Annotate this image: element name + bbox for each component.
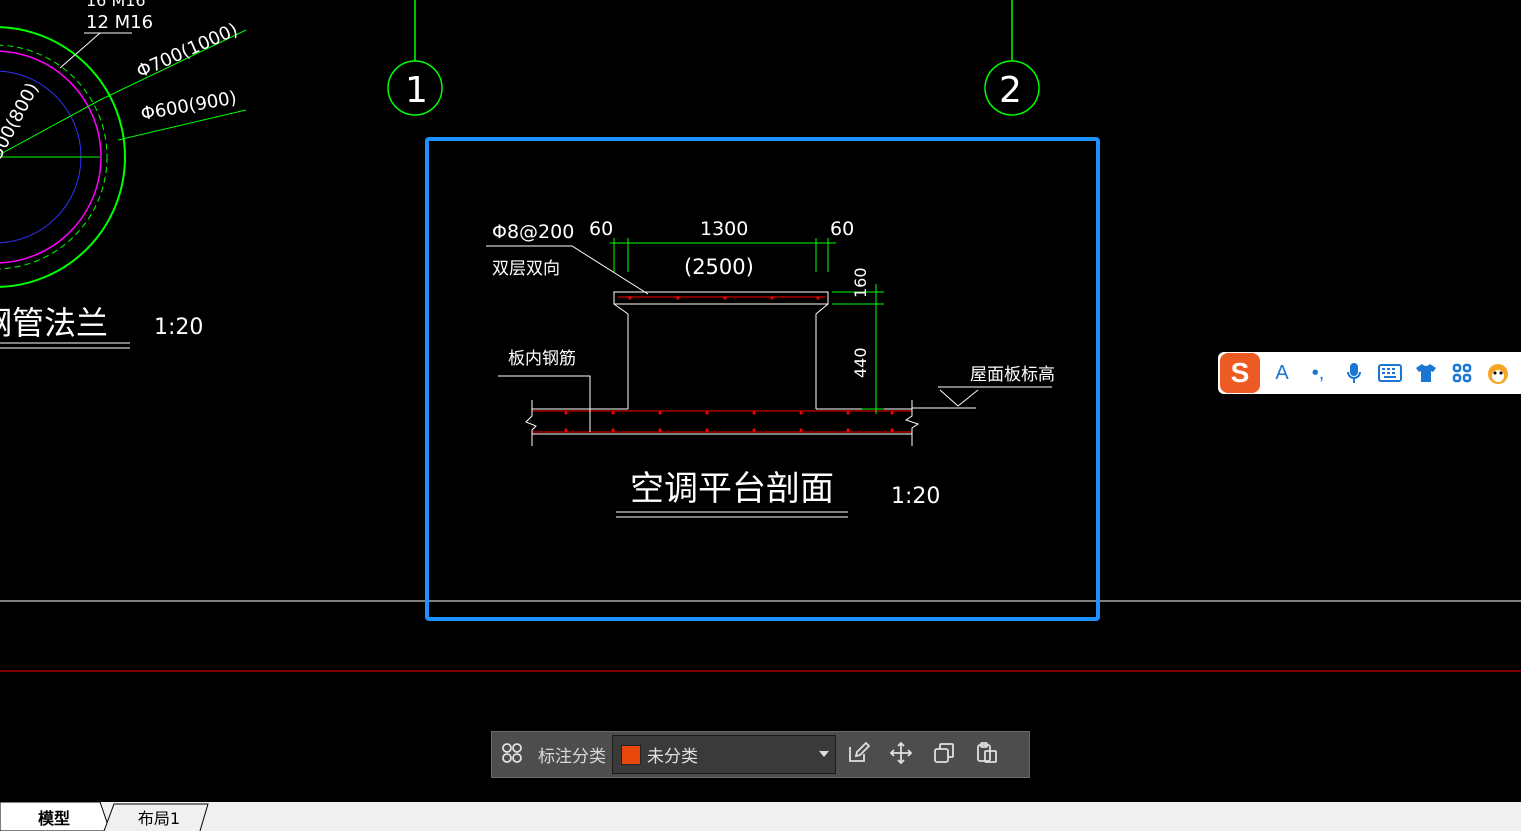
edit-icon xyxy=(846,741,870,769)
chevron-down-icon xyxy=(819,751,829,757)
flange-bolt-label: 12 M16 xyxy=(86,12,153,33)
flange-dia-600-label: Φ600(900) xyxy=(139,87,238,125)
flange-bolt-top-label: 16 M16 xyxy=(86,0,146,10)
category-color-swatch xyxy=(621,744,641,765)
dim-2500: (2500) xyxy=(684,255,754,279)
category-dropdown[interactable]: 未分类 xyxy=(612,735,836,774)
paste-icon xyxy=(975,741,999,769)
mic-icon[interactable] xyxy=(1340,359,1368,387)
roof-elevation-label: 屋面板标高 xyxy=(970,365,1055,385)
annotation-grid-button[interactable] xyxy=(492,735,532,775)
skin-icon[interactable] xyxy=(1412,359,1440,387)
dim-440: 440 xyxy=(851,347,870,378)
tab-shapes xyxy=(0,802,209,831)
tab-model-label: 模型 xyxy=(37,808,70,828)
slab-rebar-label: 板内钢筋 xyxy=(508,349,576,369)
ime-punct-text: •, xyxy=(1311,361,1325,384)
flange-dia-500-label: 500(800) xyxy=(0,79,43,162)
apps-icon[interactable] xyxy=(1448,359,1476,387)
tab-model[interactable]: 模型 xyxy=(14,802,94,831)
flange-scale: 1:20 xyxy=(154,315,203,340)
paste-button[interactable] xyxy=(965,735,1008,775)
flange-title: 钢管法兰 xyxy=(0,304,108,342)
tab-layout1[interactable]: 布局1 xyxy=(116,802,202,831)
sogou-logo-icon[interactable]: S xyxy=(1220,353,1260,393)
ime-punct-button[interactable]: •, xyxy=(1304,359,1332,387)
flange-detail xyxy=(0,26,247,349)
grid-axis-1 xyxy=(387,0,443,116)
dim-60-left: 60 xyxy=(589,218,613,240)
mascot-icon[interactable] xyxy=(1484,359,1512,387)
category-selected: 未分类 xyxy=(647,747,698,767)
annotation-toolbar: 标注分类 未分类 xyxy=(491,731,1030,778)
copy-button[interactable] xyxy=(922,735,965,775)
section-drawing xyxy=(486,238,1052,518)
grid-icon xyxy=(501,742,523,768)
grid-axis-2 xyxy=(984,0,1040,116)
move-icon xyxy=(889,741,913,769)
dim-1300: 1300 xyxy=(700,218,748,240)
dim-60-right: 60 xyxy=(830,218,854,240)
dim-160: 160 xyxy=(851,267,870,298)
tab-layout1-label: 布局1 xyxy=(137,808,181,828)
layout-tab-bar: 模型 布局1 xyxy=(0,802,1521,831)
annotation-category-label: 标注分类 xyxy=(538,747,606,767)
edit-button[interactable] xyxy=(836,735,879,775)
move-button[interactable] xyxy=(879,735,922,775)
copy-icon xyxy=(932,741,956,769)
ime-logo-text: S xyxy=(1230,357,1250,388)
ime-toolbar[interactable]: S A •, xyxy=(1218,352,1521,394)
ime-lang-button[interactable]: A xyxy=(1268,359,1296,387)
rebar-spec-label: Φ8@200 xyxy=(492,221,574,243)
section-title: 空调平台剖面 xyxy=(630,469,834,509)
ime-lang-text: A xyxy=(1275,361,1289,384)
rebar-note-label: 双层双向 xyxy=(492,259,560,279)
grid-axis-2-label: 2 xyxy=(999,70,1022,111)
selection-rectangle[interactable] xyxy=(425,137,1100,621)
grid-axis-1-label: 1 xyxy=(405,70,428,111)
section-scale: 1:20 xyxy=(891,484,940,509)
keyboard-icon[interactable] xyxy=(1376,359,1404,387)
